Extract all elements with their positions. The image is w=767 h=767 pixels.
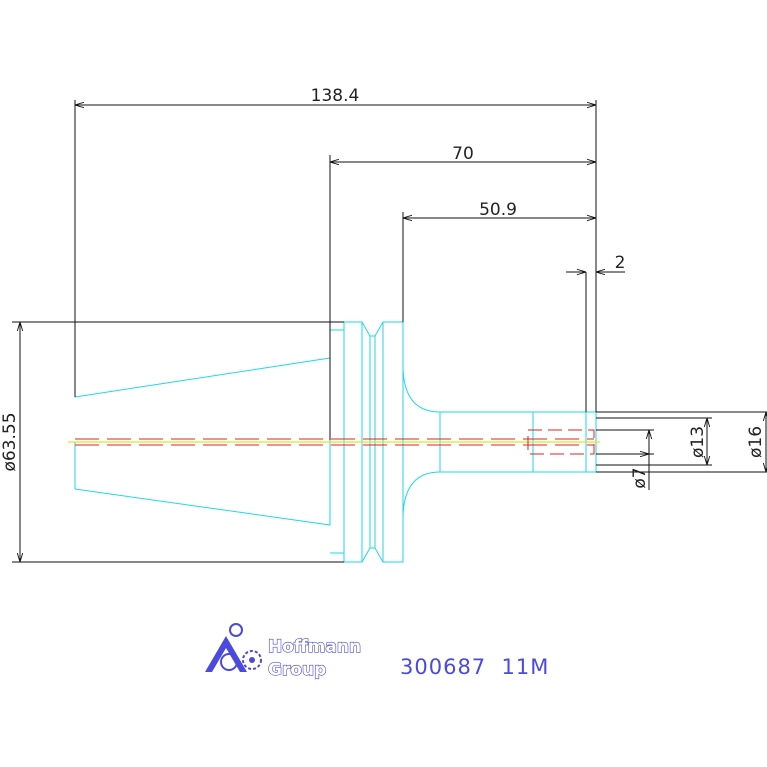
hoffmann-logo: Hoffmann Group [205, 623, 362, 681]
brand-line1: Hoffmann [268, 637, 361, 657]
dimension-lines [12, 100, 767, 563]
dim-label-138-4: 138.4 [311, 86, 360, 106]
bore-hidden [527, 429, 595, 455]
dim-label-70: 70 [452, 144, 474, 164]
v-groove [361, 321, 384, 337]
dim-label-2: 2 [615, 253, 626, 273]
runner-icon [205, 623, 262, 672]
shank-fillet [402, 364, 441, 413]
dim-label-50-9: 50.9 [479, 200, 517, 220]
dim-label-13: ø13 [688, 426, 708, 458]
brand-line2: Group [268, 660, 326, 680]
dim-label-16: ø16 [746, 426, 766, 458]
dimension-labels: 138.4 70 50.9 2 ø63.55 ø16 ø13 ø7 [0, 86, 766, 489]
dim-label-63-55: ø63.55 [0, 412, 20, 471]
part-code: 300687 11M [400, 655, 549, 679]
dim-label-7: ø7 [630, 467, 650, 488]
centerlines [68, 429, 600, 455]
